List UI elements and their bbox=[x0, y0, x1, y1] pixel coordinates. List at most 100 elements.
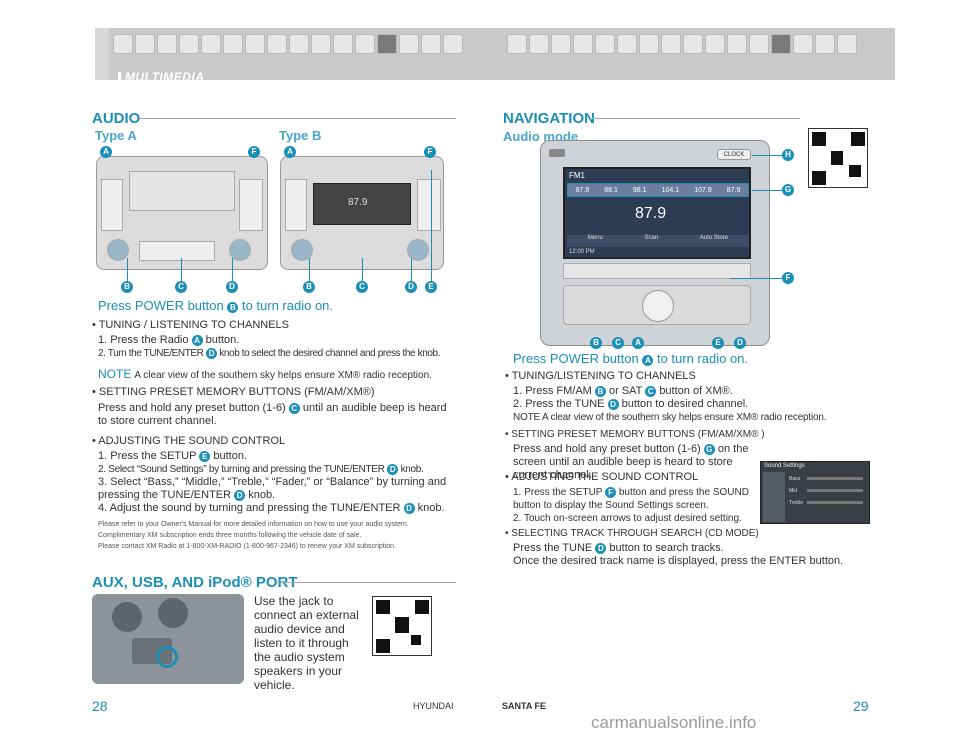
audio-sound-title: • ADJUSTING THE SOUND CONTROL bbox=[92, 435, 286, 447]
tab-icon[interactable] bbox=[421, 34, 441, 54]
audio-tuning-2: 2. Turn the TUNE/ENTER D knob to select … bbox=[98, 347, 440, 360]
footer-model: SANTA FE bbox=[502, 701, 546, 711]
tab-icon[interactable] bbox=[705, 34, 725, 54]
nav-button-strip bbox=[563, 263, 751, 279]
audio-sound-3: 3. Select “Bass,” “Middle,” “Treble,” “F… bbox=[98, 476, 448, 502]
preset-1[interactable]: 87.9 bbox=[575, 186, 590, 194]
badge-a: A bbox=[284, 146, 296, 158]
nav-power-line: Press POWER button A to turn radio on. bbox=[513, 352, 748, 366]
tab-icon[interactable] bbox=[223, 34, 243, 54]
slider-track[interactable] bbox=[807, 501, 863, 504]
scan-button[interactable]: Scan bbox=[644, 235, 659, 241]
badge-f: F bbox=[424, 146, 436, 158]
tab-icon[interactable] bbox=[837, 34, 857, 54]
preset-4[interactable]: 104.1 bbox=[661, 186, 680, 194]
text-part: button. bbox=[205, 334, 240, 346]
tab-icon[interactable] bbox=[749, 34, 769, 54]
inline-badge: D bbox=[387, 464, 399, 475]
text-part: knob. bbox=[248, 489, 276, 501]
tab-icon[interactable] bbox=[727, 34, 747, 54]
text-part: 1. Press the Radio bbox=[98, 334, 189, 346]
tab-icon[interactable] bbox=[113, 34, 133, 54]
audio-heading: AUDIO bbox=[92, 110, 141, 127]
nav-screen: FM1 87.9 88.1 98.1 104.1 107.9 87.9 87.9… bbox=[563, 167, 751, 259]
tab-icon[interactable] bbox=[507, 34, 527, 54]
slider-track[interactable] bbox=[807, 477, 863, 480]
footer-brand: HYUNDAI bbox=[413, 701, 454, 711]
tab-icon[interactable] bbox=[355, 34, 375, 54]
menu-button[interactable]: Menu bbox=[587, 235, 603, 241]
sound-screen-sidebar bbox=[763, 472, 785, 522]
text-part: knob to select the desired channel and p… bbox=[219, 348, 441, 359]
preset-6[interactable]: 87.9 bbox=[726, 186, 741, 194]
radio-a-left-buttons bbox=[101, 179, 123, 231]
auto-store-button[interactable]: Auto Store bbox=[699, 235, 729, 241]
tab-icon[interactable] bbox=[157, 34, 177, 54]
tab-icon-active[interactable] bbox=[377, 34, 397, 54]
inline-badge: D bbox=[595, 543, 607, 554]
text-part: or SAT bbox=[608, 385, 643, 397]
tab-icon[interactable] bbox=[551, 34, 571, 54]
tab-icon[interactable] bbox=[443, 34, 463, 54]
tab-icon[interactable] bbox=[815, 34, 835, 54]
sound-row-treble[interactable]: Treble bbox=[789, 500, 803, 506]
nav-sound-1: 1. Press the SETUP F button and press th… bbox=[513, 486, 758, 512]
radio-type-b-image: 87.9 bbox=[280, 156, 444, 270]
sound-row-bass[interactable]: Bass bbox=[789, 476, 801, 482]
tab-icon[interactable] bbox=[793, 34, 813, 54]
inline-badge: A bbox=[191, 335, 203, 346]
qr-block bbox=[812, 132, 826, 146]
tab-icon[interactable] bbox=[179, 34, 199, 54]
type-b-label: Type B bbox=[279, 128, 322, 143]
aux-heading: AUX, USB, AND iPod® PORT bbox=[92, 574, 298, 591]
sound-row-mid[interactable]: Mid bbox=[789, 488, 798, 494]
text-part: knob. bbox=[400, 464, 424, 475]
tab-icon[interactable] bbox=[573, 34, 593, 54]
inline-badge: C bbox=[288, 403, 300, 414]
tab-icon[interactable] bbox=[617, 34, 637, 54]
tab-icon-active[interactable] bbox=[771, 34, 791, 54]
section-label: MULTIMEDIA bbox=[118, 70, 204, 84]
inline-badge: E bbox=[199, 451, 211, 462]
text-part: button and press the SOUND button to dis… bbox=[513, 487, 749, 511]
callout-line bbox=[309, 258, 310, 281]
tab-icon[interactable] bbox=[135, 34, 155, 54]
tab-icon[interactable] bbox=[639, 34, 659, 54]
slider-track[interactable] bbox=[807, 489, 863, 492]
audio-sound-2: 2. Select “Sound Settings” by turning an… bbox=[98, 463, 424, 476]
nav-control-panel bbox=[563, 285, 751, 325]
audio-fine-3: Please contact XM Radio at 1-800-XM-RADI… bbox=[98, 543, 397, 550]
tab-icon[interactable] bbox=[245, 34, 265, 54]
radio-b-screen: 87.9 bbox=[313, 183, 411, 225]
inline-badge: D bbox=[234, 490, 246, 501]
screen-time: 12:00 PM bbox=[569, 249, 595, 255]
tab-icon[interactable] bbox=[201, 34, 221, 54]
text-part: 2. Press the TUNE bbox=[513, 398, 605, 410]
radio-a-presets bbox=[139, 241, 215, 261]
tab-icon[interactable] bbox=[595, 34, 615, 54]
nav-cd-title: • SELECTING TRACK THROUGH SEARCH (CD MOD… bbox=[505, 528, 759, 539]
tab-icon[interactable] bbox=[289, 34, 309, 54]
tab-icon[interactable] bbox=[399, 34, 419, 54]
text-part: 2. Select “Sound Settings” by turning an… bbox=[98, 464, 385, 475]
nav-cd-2: Once the desired track name is displayed… bbox=[513, 555, 844, 567]
text-part: to turn radio on. bbox=[241, 298, 334, 313]
tab-icon[interactable] bbox=[311, 34, 331, 54]
tab-icon[interactable] bbox=[661, 34, 681, 54]
power-knob bbox=[642, 290, 674, 322]
aux-text: Use the jack to connect an external audi… bbox=[254, 594, 359, 692]
nav-tuning-title: • TUNING/LISTENING TO CHANNELS bbox=[505, 370, 696, 382]
preset-3[interactable]: 98.1 bbox=[632, 186, 647, 194]
radio-a-power-knob bbox=[107, 239, 129, 261]
tab-icon[interactable] bbox=[529, 34, 549, 54]
tab-icon[interactable] bbox=[333, 34, 353, 54]
tab-icon[interactable] bbox=[267, 34, 287, 54]
preset-5[interactable]: 107.9 bbox=[694, 186, 712, 194]
text-part: to turn radio on. bbox=[656, 351, 749, 366]
sound-screen-title: Sound Settings bbox=[764, 463, 805, 469]
badge-c: C bbox=[356, 281, 368, 293]
tab-icon[interactable] bbox=[683, 34, 703, 54]
text-part: button to search tracks. bbox=[609, 542, 724, 554]
audio-fine-1: Please refer to your Owner's Manual for … bbox=[98, 521, 409, 528]
preset-2[interactable]: 88.1 bbox=[604, 186, 618, 194]
